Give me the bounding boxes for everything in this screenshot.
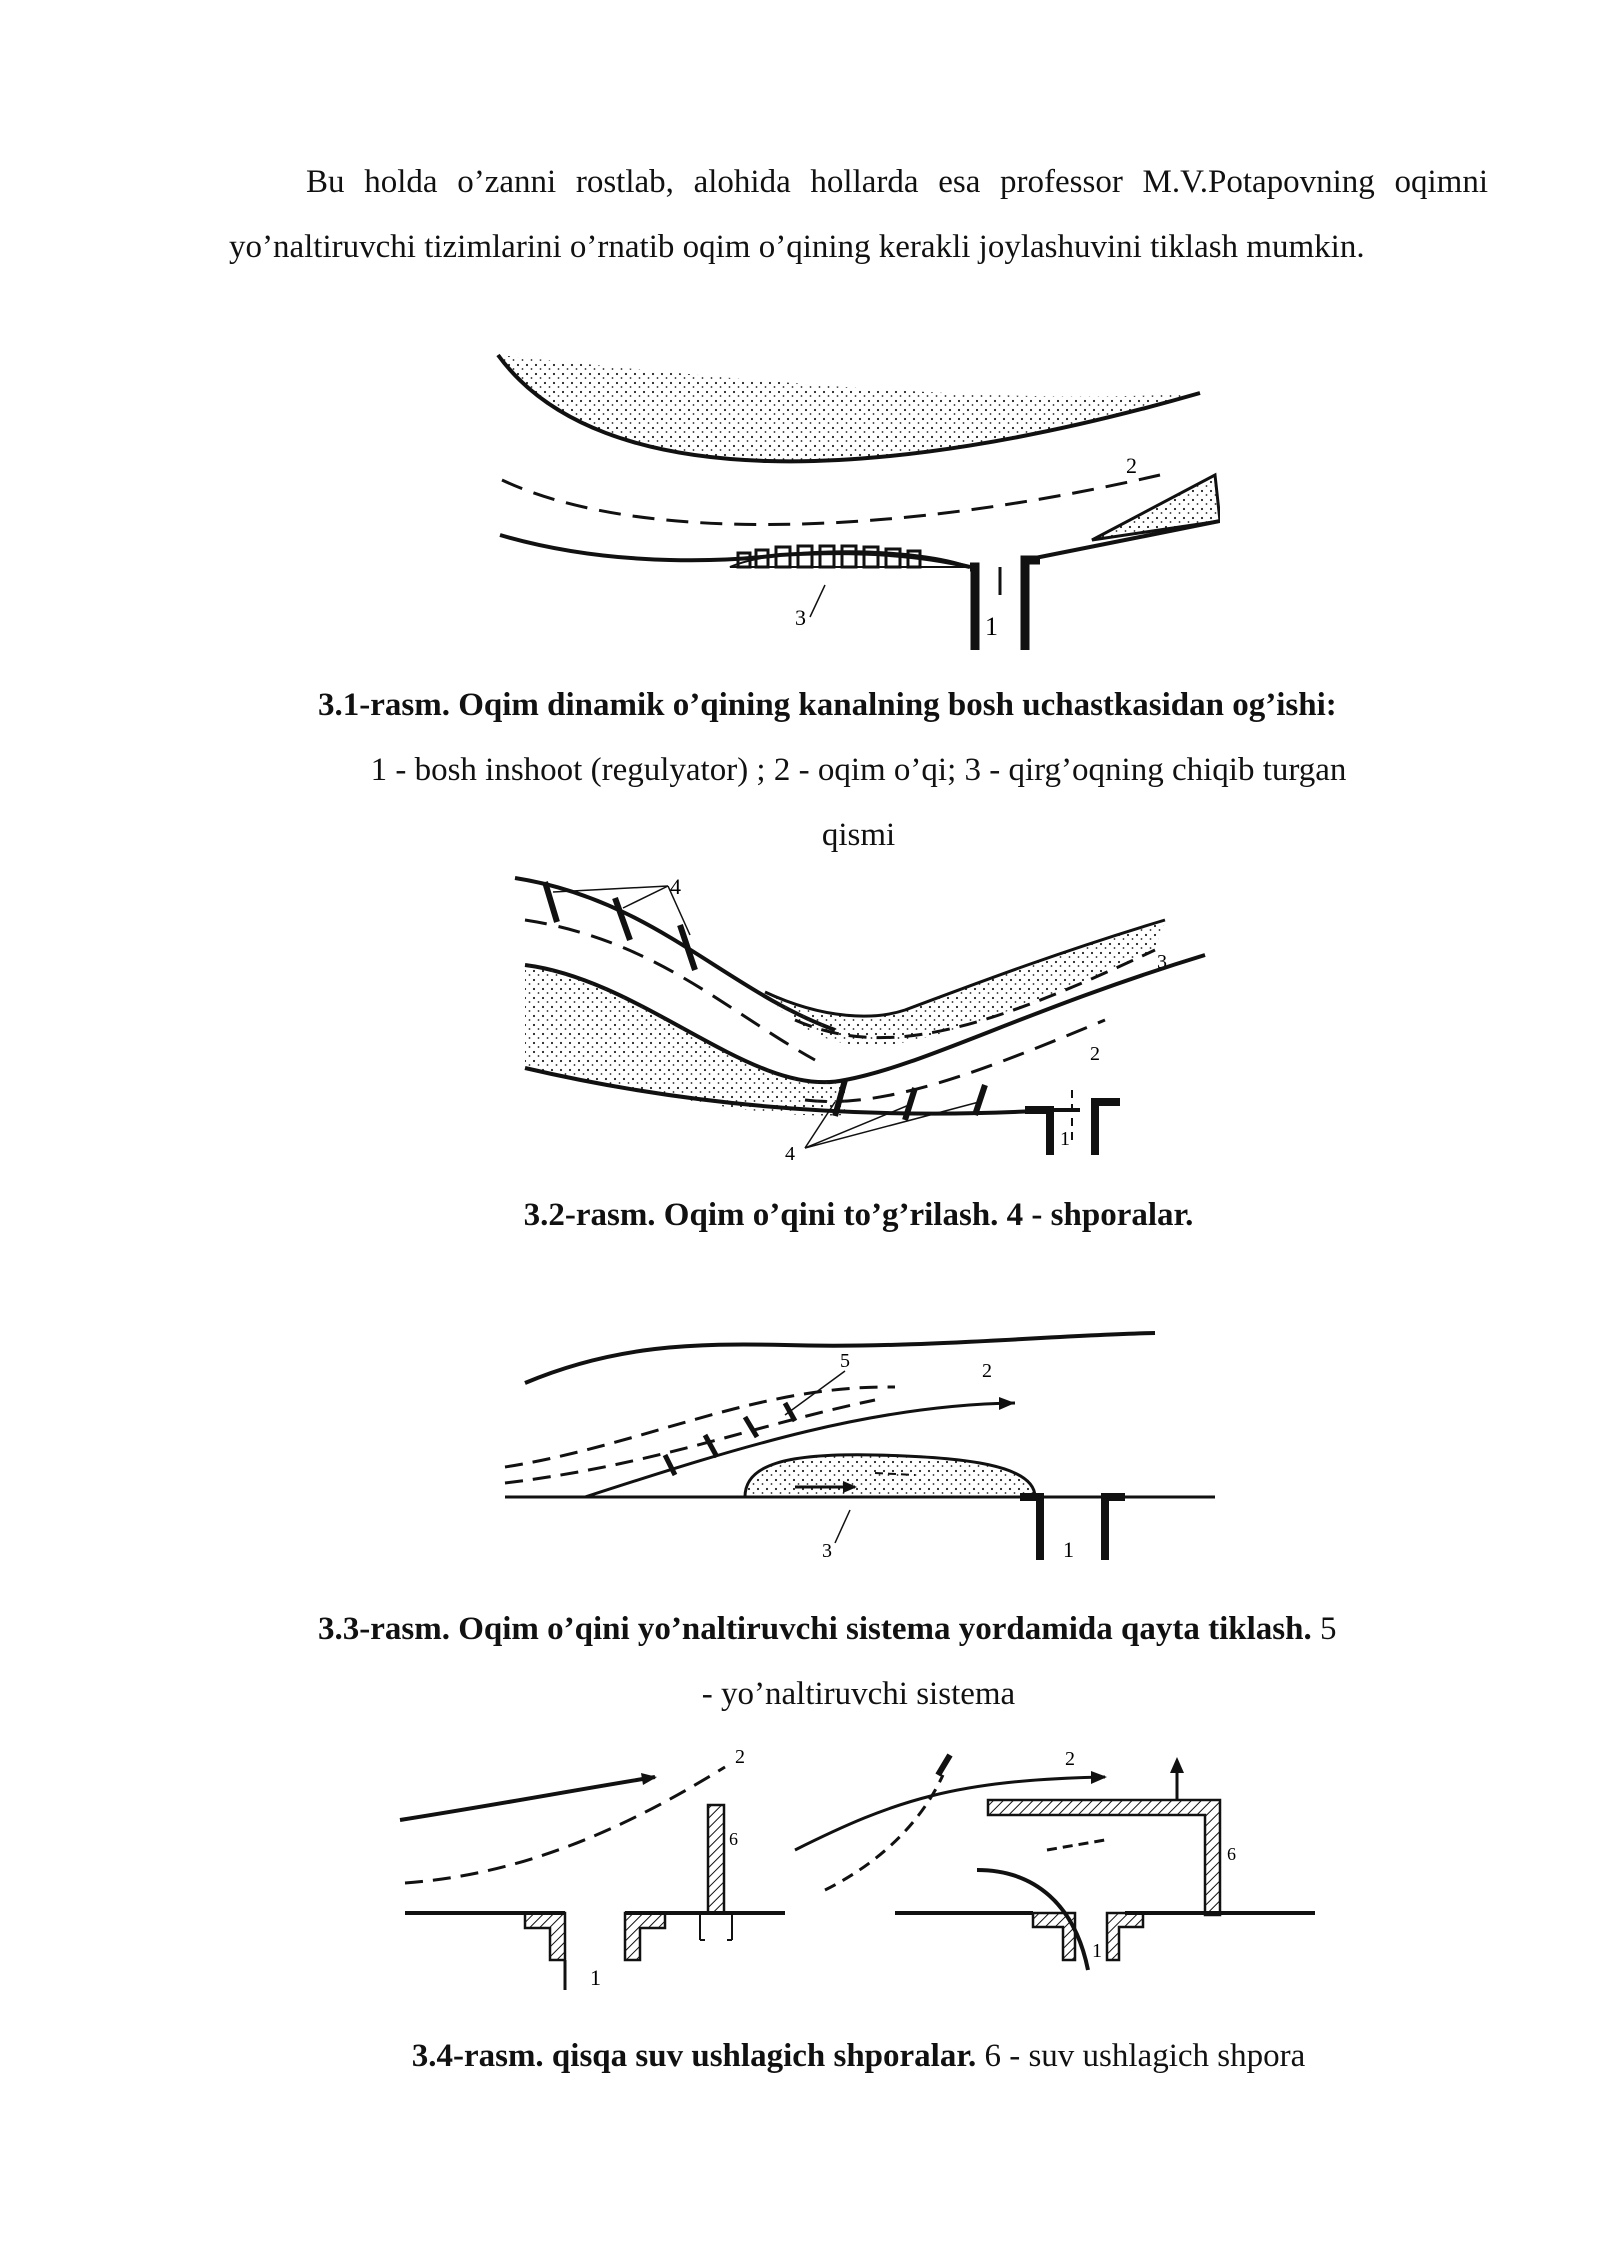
- flow-axis-line: [584, 1401, 1016, 1499]
- old-axis-line: [524, 918, 816, 1062]
- label-2-right: 2: [1065, 1748, 1075, 1770]
- bank-line: [496, 353, 1201, 464]
- regulator-wall-right-2: [1105, 1911, 1145, 1962]
- flow-axis-right: [824, 1774, 945, 1892]
- caption-3-1-line2: 1 - bosh inshoot (regulyator) ; 2 - oqim…: [370, 752, 1347, 788]
- flow-arrow-left-1: [641, 1773, 657, 1785]
- figure-3-1: 1 2 3: [480, 345, 1220, 665]
- label-3-leader: [834, 1509, 851, 1544]
- flow-axis-2: [804, 1018, 1106, 1104]
- upper-bank-line: [524, 1331, 1156, 1385]
- guide-spurs: [662, 1401, 798, 1477]
- flow-line-left-1: [399, 1775, 656, 1822]
- caption-3-4-title: 3.4-rasm. qisqa suv ushlagich shporalar.…: [411, 2038, 1306, 2074]
- spurs-upper: [542, 881, 698, 971]
- flow-axis-line: [501, 473, 1161, 527]
- flow-axis-left: [404, 1765, 726, 1885]
- label-4-top: 4: [670, 874, 681, 899]
- caption-3-3-title: 3.3-rasm. Oqim o’qini yo’naltiruvchi sis…: [318, 1611, 1337, 1647]
- sand-deposit: [743, 1453, 1037, 1499]
- figure-3-4: 2 1 6 2 6: [395, 1735, 1335, 2010]
- spur-arrowhead: [1170, 1757, 1184, 1773]
- flow-arrow: [999, 1397, 1015, 1410]
- right-bank-wedge: [1091, 472, 1220, 542]
- left-sand-bank: [525, 965, 845, 1116]
- label-1: 1: [985, 612, 998, 641]
- flow-axis-3: [794, 948, 1156, 1040]
- label-3: 3: [1157, 951, 1167, 973]
- figure-3-2: 4 3 2 1 4: [505, 870, 1225, 1170]
- label-1-left: 1: [590, 1965, 601, 1990]
- label-1-right: 1: [1092, 1940, 1102, 1962]
- figure-3-3: 5 2 3 1: [495, 1325, 1225, 1570]
- label-6-right: 6: [1227, 1844, 1236, 1864]
- flow-arrow-right-2: [935, 1753, 953, 1777]
- figure-3-4-drawing: 2 1 6 2 6: [399, 1746, 1315, 1990]
- label-3-leader: [809, 584, 826, 618]
- spur-6-left-base: [699, 1913, 733, 1941]
- label-4-top-leaders: [552, 885, 691, 936]
- figure-3-2-drawing: 4 3 2 1 4: [514, 874, 1206, 1165]
- deposit-arrowhead-1: [843, 1481, 857, 1493]
- lower-bank-line-right: [1024, 519, 1220, 562]
- label-3: 3: [822, 1540, 832, 1562]
- label-2-left: 2: [735, 1746, 745, 1768]
- bank-blocks: [736, 544, 922, 569]
- sand-bank: [498, 355, 1200, 462]
- caption-3-2-title: 3.2-rasm. Oqim o’qini to’g’rilash. 4 - s…: [523, 1197, 1194, 1233]
- guide-line-1: [504, 1385, 896, 1469]
- caption-3-1-line3: qismi: [821, 817, 896, 853]
- label-4-bottom-leaders: [804, 1101, 980, 1149]
- label-2: 2: [1090, 1043, 1100, 1065]
- label-5-leader: [784, 1370, 846, 1416]
- spurs-lower: [832, 1079, 988, 1121]
- figure-3-3-drawing: 5 2 3 1: [504, 1331, 1215, 1562]
- flow-inner-line: [1046, 1838, 1106, 1852]
- label-1: 1: [1063, 1537, 1074, 1562]
- regulator-structure: [1020, 1493, 1125, 1560]
- spur-6-right: [986, 1798, 1222, 1917]
- regulator-wall-left: [523, 1911, 567, 1962]
- label-3: 3: [795, 605, 806, 630]
- right-bank-line: [764, 918, 1166, 1018]
- spur-6-left: [706, 1803, 726, 1915]
- caption-3-3-line2: - yo’naltiruvchi sistema: [701, 1676, 1016, 1712]
- regulator-structure: [970, 555, 1040, 650]
- regulator-wall-left-2: [1031, 1911, 1077, 1962]
- figure-3-1-drawing: 1 2 3: [496, 353, 1220, 650]
- label-1: 1: [1060, 1128, 1070, 1150]
- regulator-structure: [1025, 1098, 1120, 1155]
- label-2: 2: [982, 1360, 992, 1382]
- flow-arrow-right-1: [1091, 1771, 1107, 1784]
- regulator-wall-right: [623, 1911, 667, 1962]
- label-5: 5: [840, 1350, 850, 1372]
- body-paragraph: Bu holda o’zanni rostlab, alohida hollar…: [229, 164, 1488, 265]
- label-2: 2: [1126, 453, 1137, 478]
- guide-line-2: [504, 1398, 876, 1485]
- label-6-left: 6: [729, 1829, 738, 1849]
- deposit-arrow-2: [874, 1472, 916, 1476]
- caption-3-1-title: 3.1-rasm. Oqim dinamik o’qining kanalnin…: [318, 687, 1337, 723]
- lower-bank-line: [524, 1066, 1080, 1116]
- flow-into-canal: [976, 1868, 1090, 1971]
- label-4-bottom: 4: [785, 1143, 795, 1165]
